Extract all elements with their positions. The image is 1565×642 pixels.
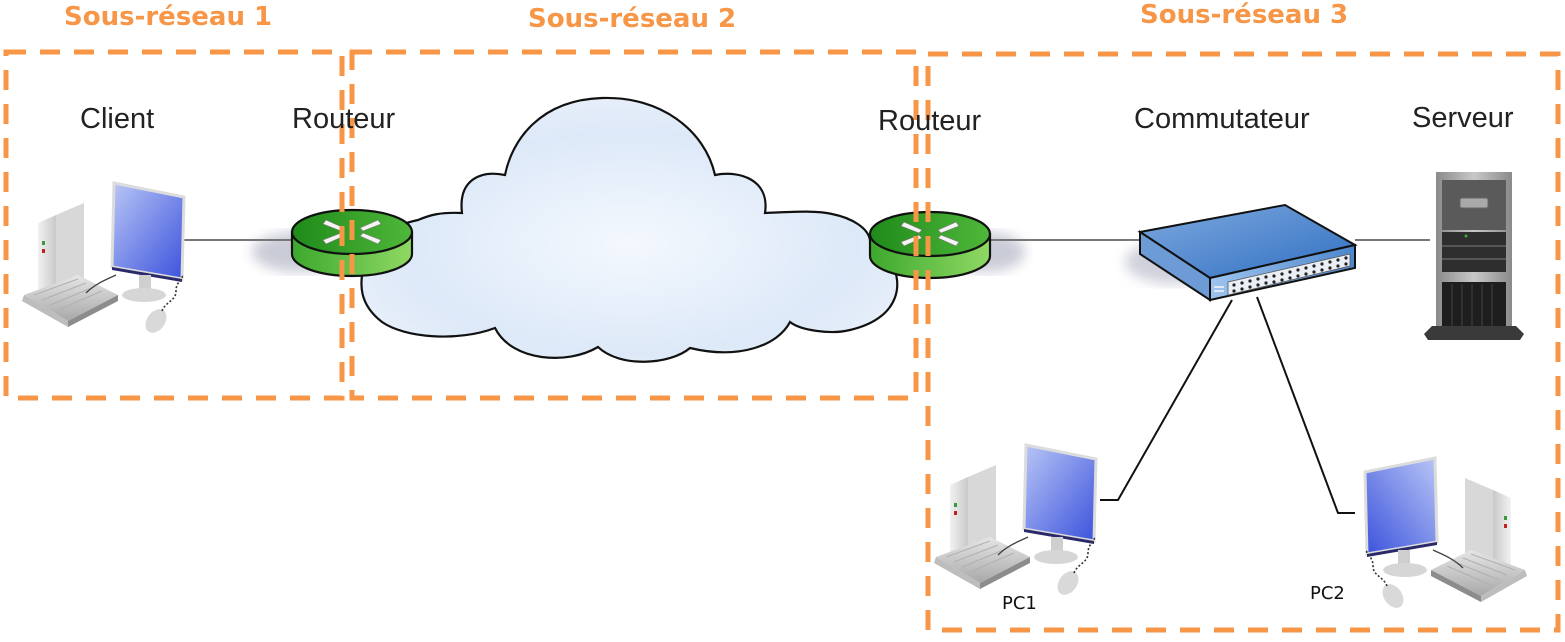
switch-label: Commutateur — [1134, 103, 1310, 135]
zone-3-boundary — [925, 51, 1561, 633]
server-label: Serveur — [1412, 102, 1514, 134]
router-1-label: Routeur — [292, 103, 396, 135]
pc1-computer-icon — [932, 443, 1098, 601]
link-switch-pc2 — [1256, 296, 1355, 514]
zone-2-title: Sous-réseau 2 — [528, 4, 737, 34]
server-tower-icon — [1424, 172, 1524, 340]
pc2-computer-icon — [1363, 456, 1529, 614]
zone-3-title: Sous-réseau 3 — [1140, 0, 1349, 30]
zone-2-boundary — [349, 49, 919, 401]
router-2-label: Routeur — [878, 105, 982, 137]
cloud-icon — [360, 96, 899, 363]
client-label: Client — [80, 103, 155, 135]
pc2-label: PC2 — [1310, 583, 1345, 604]
zone-1-title: Sous-réseau 1 — [64, 2, 273, 32]
pc1-label: PC1 — [1002, 593, 1037, 614]
link-switch-pc1 — [1100, 299, 1233, 501]
zone-1-boundary — [3, 49, 345, 401]
network-links — [183, 239, 1430, 514]
client-computer-icon — [20, 181, 186, 339]
switch-icon — [1137, 203, 1358, 302]
